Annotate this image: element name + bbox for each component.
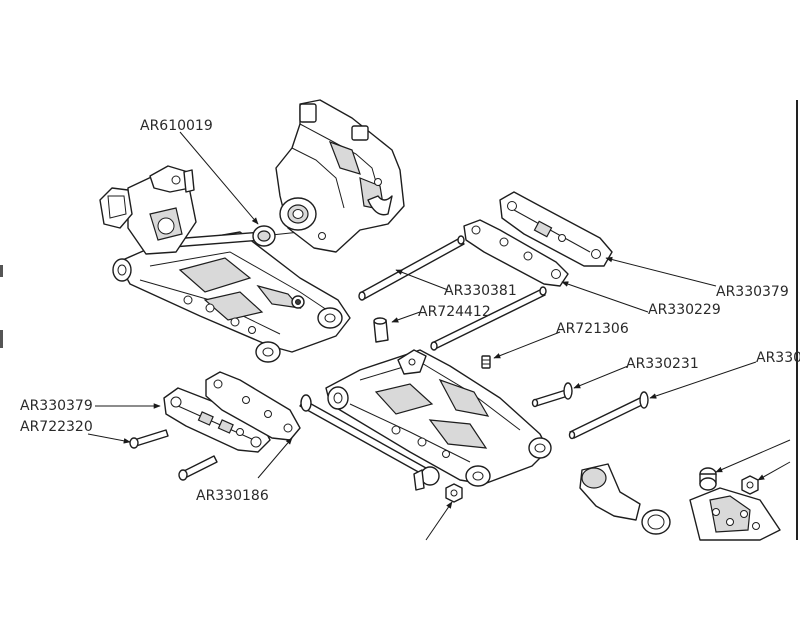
part-labels: AR610019 AR330381 AR724412 AR330379 AR33… — [20, 118, 800, 504]
label-ar330379-left: AR330379 — [20, 398, 93, 414]
label-ar330-cut: AR330 — [756, 350, 800, 366]
leader-ar610019 — [179, 131, 259, 225]
label-ar330229: AR330229 — [648, 302, 721, 318]
left-edge-mark-1 — [0, 265, 3, 277]
brace-plate-ar330229 — [463, 219, 569, 287]
leader-ar722320 — [87, 433, 131, 444]
bearing-ar610019 — [252, 225, 276, 247]
leader-ar330231 — [573, 365, 629, 389]
hinge-pin-middle — [430, 286, 547, 351]
leader-ar724412 — [391, 311, 421, 323]
label-ar610019: AR610019 — [140, 118, 213, 134]
leader-ar721306 — [493, 331, 561, 359]
leader-ar330229 — [561, 281, 649, 313]
label-ar330231: AR330231 — [626, 356, 699, 372]
screw-ar722320 — [129, 429, 169, 449]
right-border-line — [796, 100, 798, 540]
nut-right — [741, 475, 759, 495]
spacer-right — [699, 467, 717, 491]
leader-spacer-right — [715, 439, 791, 473]
leader-ar330186 — [257, 437, 293, 479]
label-ar330379-right: AR330379 — [716, 284, 789, 300]
lower-center-suspension-arm — [325, 349, 552, 487]
label-ar330186: AR330186 — [196, 488, 269, 504]
label-ar722320: AR722320 — [20, 419, 93, 435]
spacer-ar724412 — [373, 317, 389, 343]
plate-right-bottom — [689, 487, 781, 541]
leader-ar330381 — [395, 269, 449, 291]
brace-plate-ar330186 — [205, 371, 301, 441]
left-edge-mark-2 — [0, 330, 3, 348]
screw-lower-left — [178, 455, 218, 481]
gearbox-housing — [275, 99, 405, 253]
label-ar330381: AR330381 — [444, 283, 517, 299]
pin-long-right — [568, 391, 649, 440]
leader-nut-right — [757, 461, 791, 481]
pin-ar330231 — [531, 382, 573, 408]
upper-left-suspension-arm — [99, 165, 351, 363]
drive-cup-right — [579, 463, 671, 535]
leader-ar330379-right — [605, 256, 717, 287]
bolt-ar721306 — [481, 355, 491, 369]
leader-ar330-cut — [649, 361, 757, 399]
lower-drive-shaft — [299, 394, 440, 491]
leader-nut-lower-center — [425, 501, 453, 541]
leader-lines — [87, 131, 791, 541]
pin-holder-ar330379-lower — [163, 387, 271, 453]
nut-lower-center — [445, 483, 463, 503]
label-ar724412: AR724412 — [418, 304, 491, 320]
label-ar721306: AR721306 — [556, 321, 629, 337]
hinge-pin-ar330381 — [358, 235, 465, 301]
